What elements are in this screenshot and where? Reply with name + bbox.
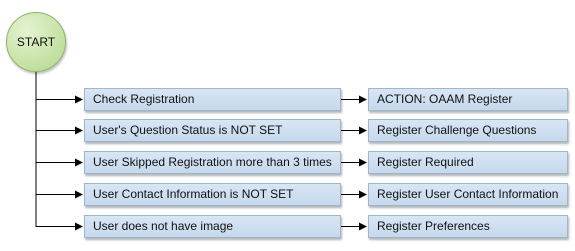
condition-box-skipped-registration: User Skipped Registration more than 3 ti…	[84, 151, 341, 174]
condition-box-no-image: User does not have image	[84, 215, 341, 238]
action-box-register-required: Register Required	[368, 151, 568, 174]
action-box-challenge-questions: Register Challenge Questions	[368, 119, 568, 142]
condition-box-contact-information: User Contact Information is NOT SET	[84, 183, 341, 206]
condition-box-check-registration: Check Registration	[84, 88, 341, 111]
start-node: START	[6, 12, 66, 72]
action-box-register-preferences: Register Preferences	[368, 215, 568, 238]
action-box-oaam-register: ACTION: OAAM Register	[368, 88, 568, 111]
condition-box-question-status: User's Question Status is NOT SET	[84, 119, 341, 142]
start-label: START	[16, 35, 56, 49]
action-box-contact-information: Register User Contact Information	[368, 183, 568, 206]
